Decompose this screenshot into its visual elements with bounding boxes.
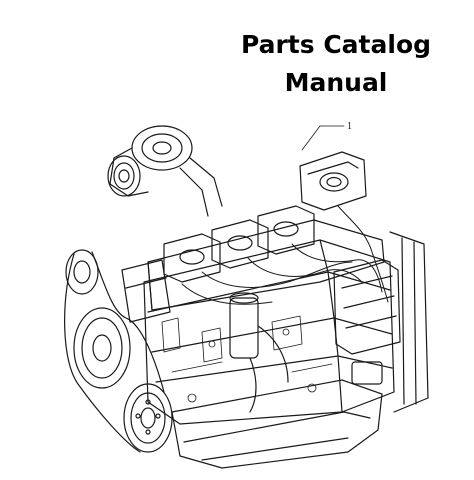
engine-details bbox=[161, 315, 333, 403]
injection-pump bbox=[333, 259, 401, 385]
callout-number: 1 bbox=[347, 121, 352, 132]
oil-pan bbox=[171, 379, 383, 469]
title-line-1: Parts Catalog bbox=[240, 30, 432, 59]
title-line-2: Manual bbox=[284, 68, 388, 97]
drive-belt bbox=[64, 251, 165, 453]
page-title: Parts Catalog Manual bbox=[206, 26, 466, 102]
fuel-lines bbox=[181, 205, 389, 305]
intake-manifold bbox=[121, 259, 289, 413]
front-pulleys bbox=[65, 249, 173, 453]
callout-leader: 1 bbox=[301, 121, 352, 151]
turbocharger bbox=[107, 125, 223, 217]
engine-block bbox=[143, 239, 395, 425]
engine-illustration: 1 bbox=[64, 121, 429, 469]
cylinder-head bbox=[147, 151, 385, 311]
flywheel-housing bbox=[389, 231, 429, 413]
